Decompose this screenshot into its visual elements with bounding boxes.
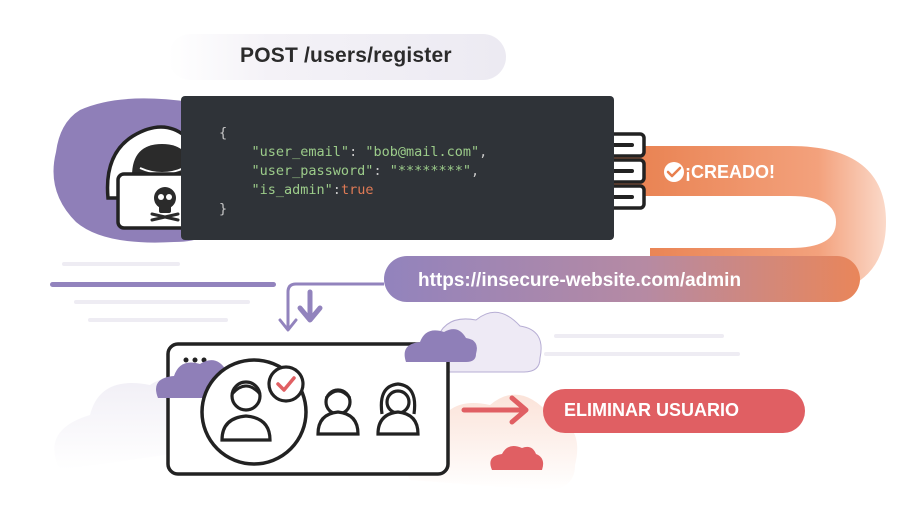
code-key: "user_password" — [251, 163, 374, 179]
request-body-code: { "user_email": "bob@mail.com", "user_pa… — [219, 125, 488, 217]
speed-lines-left — [50, 262, 276, 322]
code-close-brace: } — [219, 201, 228, 217]
code-key: "is_admin" — [251, 182, 333, 198]
status-created-label: ¡CREADO! — [685, 162, 775, 182]
cloud-icon — [404, 329, 477, 362]
right-arrow-icon — [461, 395, 529, 425]
check-circle-icon — [267, 365, 305, 403]
request-method-path: POST /users/register — [240, 44, 452, 67]
redirect-pill — [384, 256, 860, 302]
speed-lines-right — [544, 334, 740, 356]
cloud-icon — [490, 446, 544, 470]
code-open-brace: { — [219, 125, 228, 141]
check-circle-icon — [664, 162, 684, 182]
down-arrow-icon — [278, 282, 384, 332]
code-panel — [181, 96, 614, 240]
delete-user-label: ELIMINAR USUARIO — [564, 400, 739, 420]
delete-user-pill — [543, 389, 805, 433]
code-key: "user_email" — [251, 144, 350, 160]
request-pill — [168, 34, 506, 80]
redirect-url: https://insecure-website.com/admin — [418, 270, 742, 291]
code-value: true — [340, 182, 374, 198]
code-value: "bob@mail.com" — [365, 144, 480, 160]
skull-icon — [150, 187, 180, 222]
user-female-icon — [376, 382, 420, 436]
user-icon — [316, 388, 360, 436]
code-value: "********" — [389, 163, 471, 179]
